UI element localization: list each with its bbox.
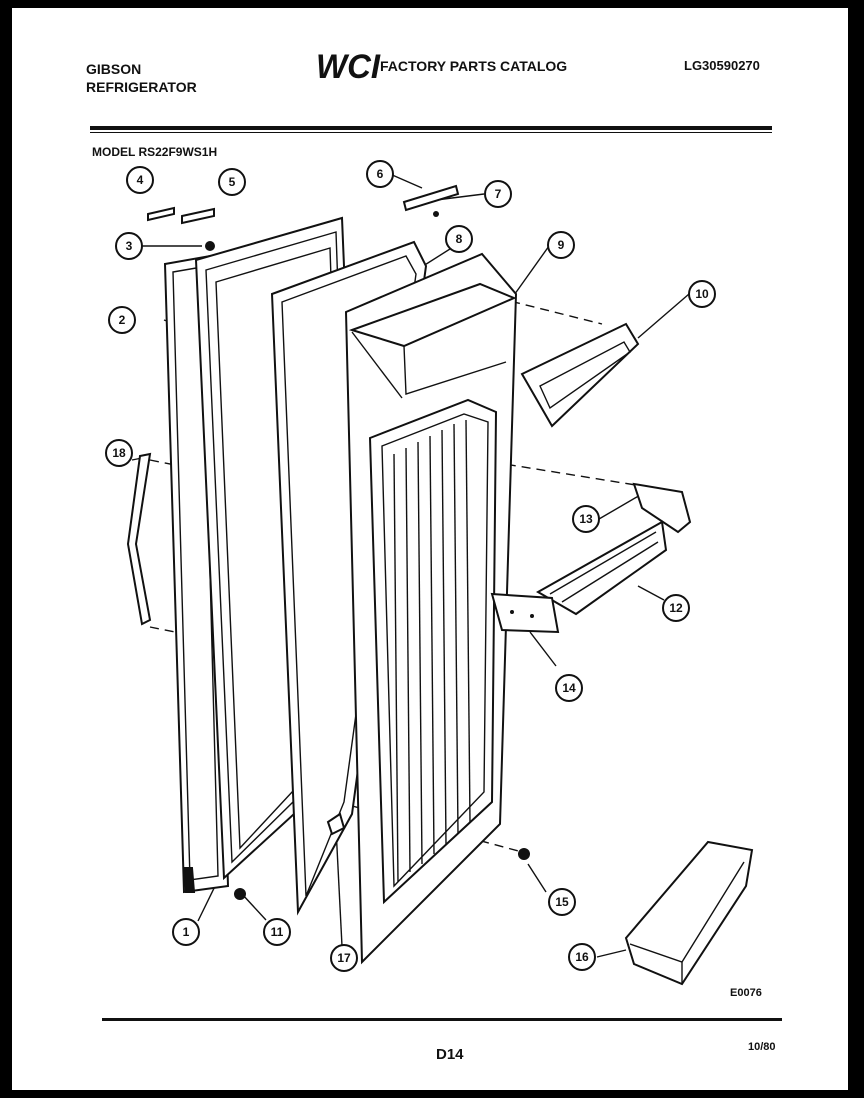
catalog-page: GIBSON REFRIGERATOR WCI FACTORY PARTS CA… xyxy=(10,6,850,1092)
svg-text:16: 16 xyxy=(575,950,589,964)
wci-logo: WCI xyxy=(316,48,382,84)
screws xyxy=(234,812,530,900)
shelf-bracket xyxy=(490,592,560,634)
svg-text:12: 12 xyxy=(669,601,683,615)
svg-text:8: 8 xyxy=(456,232,463,246)
svg-text:6: 6 xyxy=(377,167,384,181)
header-rule-thin xyxy=(90,132,772,133)
callout-5: 5 xyxy=(218,168,246,196)
svg-text:10: 10 xyxy=(695,287,709,301)
svg-text:4: 4 xyxy=(137,173,144,187)
door-shelf xyxy=(535,520,668,616)
callout-11: 11 xyxy=(263,918,291,946)
product-name: REFRIGERATOR xyxy=(86,79,197,95)
callout-4: 4 xyxy=(126,166,154,194)
page-number: D14 xyxy=(436,1046,464,1063)
callout-16: 16 xyxy=(568,943,596,971)
header-rule xyxy=(90,126,772,130)
callout-6: 6 xyxy=(366,160,394,188)
callout-14: 14 xyxy=(555,674,583,702)
svg-text:1: 1 xyxy=(183,925,190,939)
liner-ribs xyxy=(393,419,471,883)
svg-text:15: 15 xyxy=(555,895,569,909)
callout-3: 3 xyxy=(115,232,143,260)
callout-7: 7 xyxy=(484,180,512,208)
brand-name: GIBSON xyxy=(86,61,142,77)
svg-text:5: 5 xyxy=(229,175,236,189)
dairy-door xyxy=(520,322,640,428)
svg-text:13: 13 xyxy=(579,512,593,526)
catalog-date: 10/80 xyxy=(748,1041,776,1053)
door-bin xyxy=(624,840,754,986)
catalog-number: LG30590270 xyxy=(684,58,760,73)
door-inner-liner xyxy=(344,252,518,965)
callout-10: 10 xyxy=(688,280,716,308)
callout-13: 13 xyxy=(572,505,600,533)
svg-text:18: 18 xyxy=(112,446,126,460)
svg-text:14: 14 xyxy=(562,681,576,695)
door-handle xyxy=(126,452,152,626)
part-callouts: 1 2 3 4 5 6 7 8 9 10 11 12 13 14 15 16 1… xyxy=(105,160,716,972)
model-label: MODEL RS22F9WS1H xyxy=(92,145,218,159)
callout-8: 8 xyxy=(445,225,473,253)
svg-text:17: 17 xyxy=(337,951,351,965)
callout-17: 17 xyxy=(330,944,358,972)
catalog-title: FACTORY PARTS CATALOG xyxy=(380,58,568,74)
svg-text:7: 7 xyxy=(495,187,502,201)
svg-text:11: 11 xyxy=(271,925,284,939)
callout-1: 1 xyxy=(172,918,200,946)
callout-2: 2 xyxy=(108,306,136,334)
callout-18: 18 xyxy=(105,439,133,467)
diagram-code: E0076 xyxy=(730,987,762,999)
logo-text: WCI xyxy=(316,48,382,84)
shelf-end-support xyxy=(632,482,692,534)
svg-text:3: 3 xyxy=(126,239,133,253)
footer-rule xyxy=(102,1018,782,1021)
svg-text:2: 2 xyxy=(119,313,126,327)
trim-pieces xyxy=(147,184,460,251)
svg-text:9: 9 xyxy=(558,238,565,252)
exploded-parts-diagram: 1 2 3 4 5 6 7 8 9 10 11 12 13 14 15 16 1… xyxy=(105,160,754,986)
callout-15: 15 xyxy=(548,888,576,916)
callout-9: 9 xyxy=(547,231,575,259)
callout-12: 12 xyxy=(662,594,690,622)
